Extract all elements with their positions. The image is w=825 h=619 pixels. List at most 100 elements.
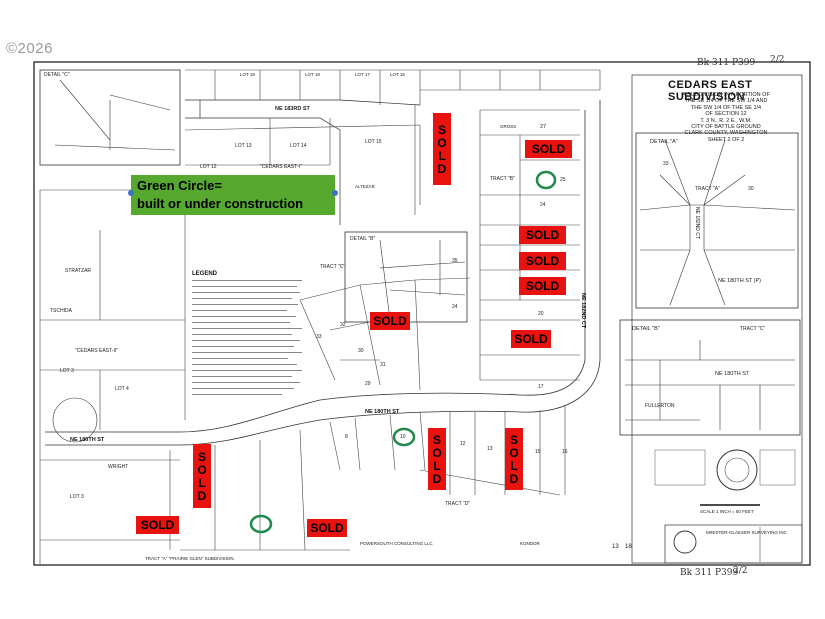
sold-marker: SOLD [519, 277, 566, 295]
svg-text:16: 16 [562, 449, 568, 455]
sold-marker: SOLD [525, 140, 572, 158]
surveyor-seal-inner [724, 457, 750, 483]
subtitle-line: A SUBDIVISION IN A PORTION OF [682, 92, 770, 98]
sold-marker: SOLD [193, 444, 211, 508]
svg-text:10: 10 [400, 434, 406, 440]
subtitle-line: T. 3 N., R. 2 E., W.M. [700, 117, 752, 124]
subtitle-line: OF SECTION 12 [705, 111, 747, 118]
top-lots-linework [185, 69, 601, 105]
svg-text:TRACT "B": TRACT "B" [490, 176, 515, 182]
legend-lines [192, 280, 302, 395]
svg-text:LOT 19: LOT 19 [240, 72, 255, 77]
detail-a-linework [639, 139, 796, 306]
scale-text: SCALE 1 INCH = 50 FEET [700, 509, 754, 514]
sheet-fraction-bottom: 2/2 [733, 566, 748, 576]
sold-marker: SOLD [511, 330, 551, 348]
legend-handle-left [128, 190, 134, 196]
ne-180th-street [45, 100, 601, 446]
detail-a-tract: TRACT "A" [695, 186, 720, 192]
svg-text:LOT 14: LOT 14 [290, 143, 307, 149]
detail-b-tract: TRACT "C" [740, 326, 765, 332]
svg-text:POWERSOUTH CONSULTING LLC: POWERSOUTH CONSULTING LLC [360, 541, 433, 546]
svg-text:17: 17 [538, 384, 544, 390]
svg-text:25: 25 [560, 177, 566, 183]
detail-b-street: NE 180TH ST [715, 371, 750, 377]
green-circle-legend: Green Circle= built or under constructio… [128, 175, 338, 215]
svg-text:32: 32 [340, 322, 346, 328]
sold-marker: SOLD [433, 113, 451, 185]
detail-b-linework [625, 340, 795, 430]
subtitle-line: THE SE 1/4 OF THE SW 1/4 AND [684, 98, 768, 105]
detail-c-box [39, 69, 181, 166]
svg-text:TRACT "C": TRACT "C" [320, 264, 345, 270]
book-page-note-top: Bk 311 P399 [697, 58, 756, 68]
svg-text:13: 13 [612, 544, 619, 550]
street-180th-mid: NE 180TH ST [365, 409, 400, 415]
sold-marker: SOLD [307, 519, 347, 537]
green-circle-lot6 [249, 514, 273, 534]
svg-text:TRACT "D": TRACT "D" [445, 501, 470, 507]
tract-c-linework [299, 277, 471, 391]
street-180th-left: NE 180TH ST [70, 437, 105, 443]
svg-text:LOT 3: LOT 3 [60, 368, 74, 374]
street-183rd-label: NE 183RD ST [275, 106, 310, 112]
right-lots-linework [479, 109, 580, 381]
copyright-watermark: ©2026 [6, 40, 53, 57]
svg-text:TRACT "A" "PRAIRIE GLEN" SUBDI: TRACT "A" "PRAIRIE GLEN" SUBDIVISION [145, 556, 234, 561]
detail-a-street2: NE 180TH ST (P) [718, 278, 761, 284]
svg-text:27: 27 [540, 124, 546, 130]
svg-text:8: 8 [345, 434, 348, 440]
svg-text:LOT 17: LOT 17 [355, 72, 370, 77]
svg-text:24: 24 [540, 202, 546, 208]
subtitle-line: THE SW 1/4 OF THE SE 1/4 [690, 104, 762, 111]
detail-b-label: DETAIL "B" [632, 326, 660, 332]
svg-text:GROSS: GROSS [500, 124, 516, 129]
svg-text:30: 30 [358, 348, 364, 354]
sold-marker: SOLD [519, 226, 566, 244]
svg-text:LOT 12: LOT 12 [200, 164, 217, 170]
sheet-fraction-top: 2/2 [770, 55, 785, 65]
sold-marker: SOLD [505, 428, 523, 490]
green-circle-lot10 [392, 427, 416, 447]
legend-line-1: Green Circle= [137, 178, 222, 193]
left-lots-linework [39, 189, 186, 565]
svg-text:LOT 13: LOT 13 [235, 143, 252, 149]
subtitle-line: CLARK COUNTY, WASHINGTON [684, 130, 768, 137]
detail-a-lot30: 30 [748, 186, 754, 192]
upper-lots-linework [184, 105, 421, 215]
svg-text:LOT 16: LOT 16 [390, 72, 405, 77]
sold-marker: SOLD [370, 312, 410, 330]
detail-b2-lot35: 35 [452, 258, 458, 264]
svg-text:KONDOR: KONDOR [520, 541, 541, 546]
book-page-note-bottom: Bk 311 P399 [680, 568, 739, 578]
street-182nd: NE 182ND CT [580, 293, 586, 329]
detail-c-linework [54, 79, 176, 151]
sheet-border [33, 61, 811, 566]
svg-text:LOT 4: LOT 4 [115, 386, 129, 392]
svg-text:13: 13 [487, 446, 493, 452]
svg-text:33: 33 [316, 334, 322, 340]
subtitle-line: CITY OF BATTLE GROUND [691, 124, 761, 131]
svg-text:"CEDARS EAST-II": "CEDARS EAST-II" [75, 348, 118, 354]
subdivision-title: CEDARS EAST SUBDIVISION [668, 79, 753, 103]
cul-de-sac-left [52, 397, 98, 443]
detail-a-label: DETAIL "A" [650, 139, 678, 145]
svg-text:12: 12 [460, 441, 466, 447]
detail-b2-linework [379, 239, 466, 321]
legend-title: LEGEND [192, 271, 218, 277]
detail-a-lot33: 33 [663, 161, 669, 167]
svg-text:ALTEZAR: ALTEZAR [355, 184, 376, 189]
surveyor-seal [716, 449, 758, 491]
svg-text:29: 29 [365, 381, 371, 387]
detail-b-fullerton: FULLERTON [645, 403, 675, 409]
svg-text:WRIGHT: WRIGHT [108, 464, 128, 470]
svg-text:"CEDARS EAST-I": "CEDARS EAST-I" [260, 164, 302, 170]
svg-text:20: 20 [538, 311, 544, 317]
detail-b-box [619, 319, 801, 436]
svg-text:15: 15 [535, 449, 541, 455]
svg-text:STRATZAR: STRATZAR [65, 268, 91, 274]
svg-text:18: 18 [625, 544, 632, 550]
legend-handle-right [332, 190, 338, 196]
legend-line-2: built or under construction [137, 196, 304, 211]
detail-a-box [635, 132, 799, 309]
